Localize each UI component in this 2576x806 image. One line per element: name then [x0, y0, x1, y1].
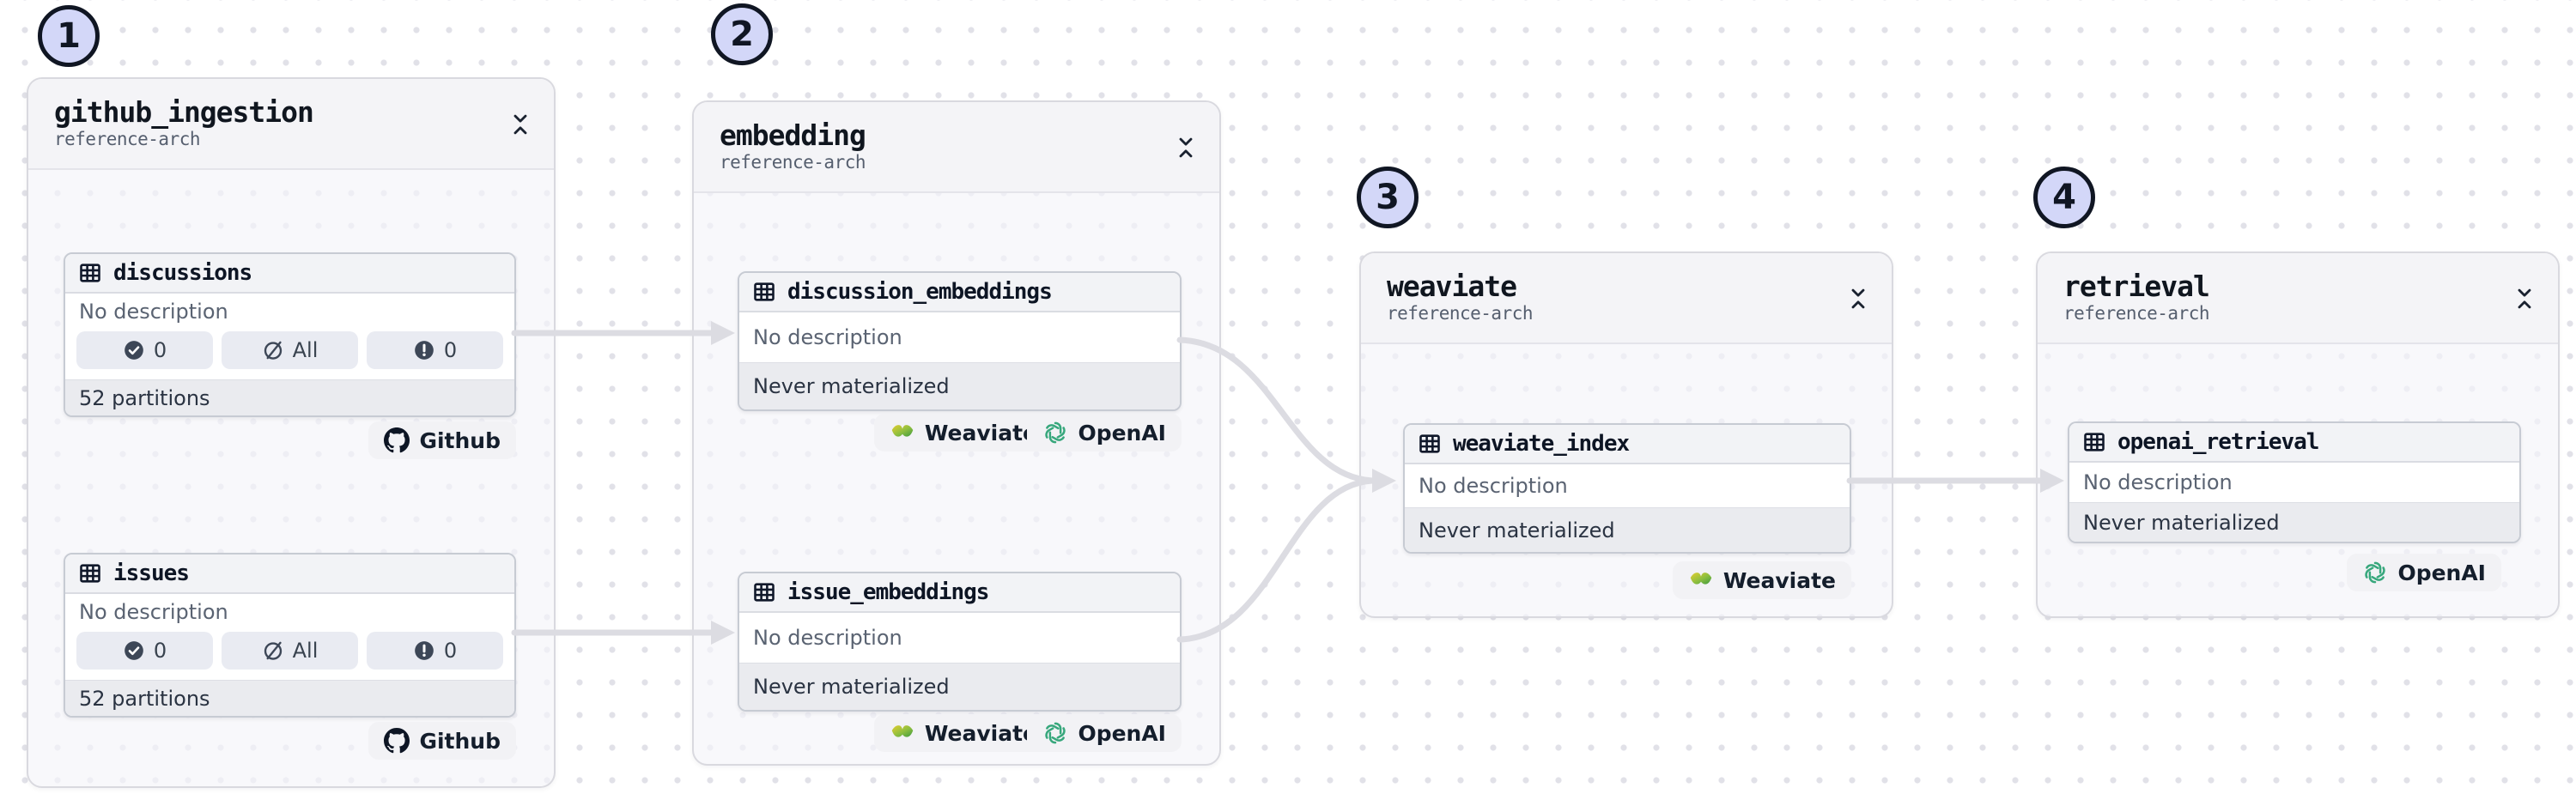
asset-name: issue_embeddings [787, 579, 989, 605]
partition-status-badges: 0 All 0 [65, 630, 514, 680]
asset-card-header: issue_embeddings [739, 573, 1180, 613]
group-title: retrieval [2063, 270, 2210, 304]
alert-circle-icon [413, 339, 435, 361]
slash-circle-icon [262, 639, 284, 662]
asset-node-issue-embeddings[interactable]: issue_embeddings No description Never ma… [738, 572, 1182, 712]
missing-partitions-badge[interactable]: All [222, 331, 358, 369]
partitions-count: 52 partitions [65, 680, 514, 716]
step-number: 2 [730, 15, 754, 54]
materialization-status: Never materialized [2069, 502, 2519, 542]
group-title: github_ingestion [54, 95, 314, 130]
weaviate-icon [1688, 567, 1714, 593]
openai-icon [2362, 560, 2388, 585]
group-subtitle: reference-arch [54, 129, 201, 150]
asset-name: weaviate_index [1453, 431, 1630, 457]
group-subtitle: reference-arch [2063, 303, 2210, 324]
table-icon [752, 580, 776, 604]
asset-card-header: openai_retrieval [2069, 423, 2519, 463]
materialized-count-badge[interactable]: 0 [76, 632, 213, 670]
materialization-status: Never materialized [739, 663, 1180, 710]
step-number: 1 [57, 16, 81, 56]
asset-group-embedding: embedding reference-arch discussion_embe… [692, 100, 1221, 766]
step-number: 4 [2052, 178, 2076, 217]
group-titles: github_ingestion reference-arch [54, 95, 314, 150]
check-circle-icon [123, 639, 145, 662]
group-header-embedding[interactable]: embedding reference-arch [694, 102, 1219, 193]
missing-partitions-badge[interactable]: All [222, 632, 358, 670]
materialized-count-badge[interactable]: 0 [76, 331, 213, 369]
partition-status-badges: 0 All 0 [65, 330, 514, 379]
collapse-group-icon[interactable] [509, 112, 532, 137]
group-title: weaviate [1387, 270, 1517, 304]
table-icon [78, 561, 102, 585]
asset-description: No description [753, 325, 902, 349]
kind-tag-openai[interactable]: OpenAI [2347, 554, 2501, 591]
openai-icon [1042, 720, 1068, 746]
group-titles: retrieval reference-arch [2063, 270, 2210, 324]
slash-circle-icon [262, 339, 284, 361]
table-icon [752, 280, 776, 304]
weaviate-icon [890, 720, 915, 746]
asset-card-header: weaviate_index [1405, 425, 1850, 464]
collapse-group-icon[interactable] [2513, 286, 2536, 312]
kind-tag-openai[interactable]: OpenAI [1027, 714, 1182, 752]
partitions-count: 52 partitions [65, 379, 514, 415]
group-header-weaviate[interactable]: weaviate reference-arch [1361, 253, 1892, 344]
asset-description: No description [79, 600, 228, 624]
kind-tag-github[interactable]: Github [368, 421, 516, 459]
asset-description: No description [753, 626, 902, 650]
failed-count-badge[interactable]: 0 [367, 632, 503, 670]
failed-count-badge[interactable]: 0 [367, 331, 503, 369]
kind-tag-weaviate[interactable]: Weaviate [1672, 561, 1851, 599]
asset-name: openai_retrieval [2117, 429, 2319, 455]
kind-tag-weaviate[interactable]: Weaviate [873, 714, 1053, 752]
materialization-status: Never materialized [1405, 507, 1850, 552]
step-marker-3: 3 [1357, 167, 1419, 228]
asset-node-issues[interactable]: issues No description 0 All 0 [64, 553, 516, 718]
asset-description: No description [1419, 474, 1568, 498]
asset-description: No description [79, 300, 228, 324]
asset-card-header: discussions [65, 254, 514, 294]
asset-name: discussions [113, 260, 252, 286]
github-icon [384, 728, 410, 754]
collapse-group-icon[interactable] [1847, 286, 1869, 312]
table-icon [1418, 432, 1442, 456]
group-titles: embedding reference-arch [720, 119, 866, 173]
asset-name: issues [113, 561, 190, 586]
asset-group-github-ingestion: github_ingestion reference-arch discussi… [27, 77, 556, 788]
group-header-github-ingestion[interactable]: github_ingestion reference-arch [28, 79, 554, 170]
collapse-group-icon[interactable] [1175, 135, 1197, 161]
group-subtitle: reference-arch [1387, 303, 1534, 324]
table-icon [2082, 430, 2106, 454]
openai-icon [1042, 420, 1068, 445]
asset-name: discussion_embeddings [787, 279, 1053, 305]
materialization-status: Never materialized [739, 362, 1180, 409]
group-header-retrieval[interactable]: retrieval reference-arch [2038, 253, 2558, 344]
kind-tag-openai[interactable]: OpenAI [1027, 414, 1182, 451]
step-marker-1: 1 [38, 5, 100, 67]
asset-node-discussion-embeddings[interactable]: discussion_embeddings No description Nev… [738, 271, 1182, 411]
step-marker-2: 2 [711, 3, 773, 65]
asset-group-weaviate: weaviate reference-arch weaviate_index N… [1359, 251, 1893, 618]
asset-node-weaviate-index[interactable]: weaviate_index No description Never mate… [1403, 423, 1851, 554]
step-number: 3 [1376, 178, 1400, 217]
asset-group-retrieval: retrieval reference-arch openai_retrieva… [2036, 251, 2560, 618]
kind-tag-weaviate[interactable]: Weaviate [873, 414, 1053, 451]
weaviate-icon [890, 420, 915, 445]
group-titles: weaviate reference-arch [1387, 270, 1534, 324]
asset-card-header: discussion_embeddings [739, 273, 1180, 312]
asset-card-header: issues [65, 555, 514, 594]
github-icon [384, 427, 410, 453]
kind-tag-github[interactable]: Github [368, 722, 516, 760]
table-icon [78, 261, 102, 285]
check-circle-icon [123, 339, 145, 361]
asset-description: No description [2083, 470, 2233, 494]
asset-node-discussions[interactable]: discussions No description 0 All [64, 252, 516, 417]
asset-node-openai-retrieval[interactable]: openai_retrieval No description Never ma… [2068, 421, 2521, 543]
group-title: embedding [720, 118, 866, 153]
step-marker-4: 4 [2033, 167, 2095, 228]
alert-circle-icon [413, 639, 435, 662]
group-subtitle: reference-arch [720, 152, 866, 173]
